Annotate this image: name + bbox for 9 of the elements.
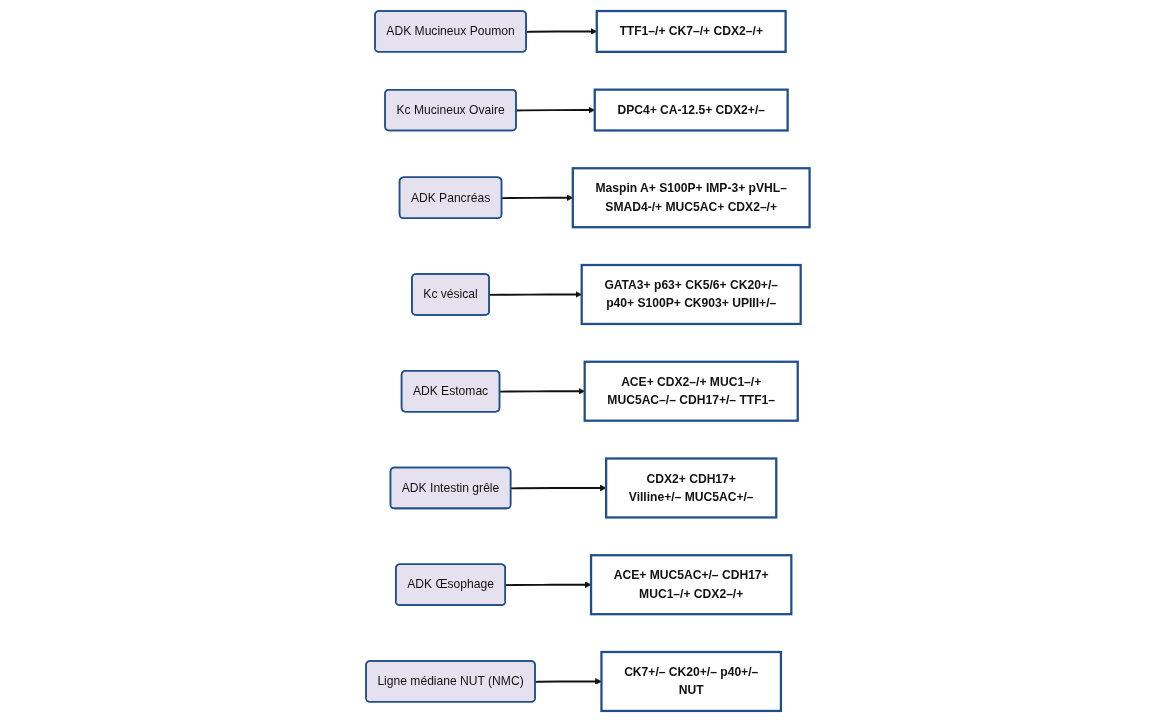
node-box: DPC4+ CA-12.5+ CDX2+/– bbox=[593, 88, 789, 132]
node-box: CK7+/– CK20+/– p40+/– NUT bbox=[600, 650, 783, 713]
node-box: ACE+ CDX2–/+ MUC1–/+ MUC5AC–/– CDH17+/– TTF1– bbox=[583, 360, 799, 422]
arrow bbox=[510, 484, 607, 492]
node-box: TTF1–/+ CK7–/+ CDX2–/+ bbox=[595, 9, 787, 53]
node-box: CDX2+ CDH17+ Villine+/– MUC5AC+/– bbox=[605, 457, 778, 519]
node-box: Maspin A+ S100P+ IMP-3+ pVHL– SMAD4-/+ MUC5AC+ CDX2–/+ bbox=[571, 167, 811, 229]
node-box: ACE+ MUC5AC+/– CDH17+ MUC1–/+ CDX2–/+ bbox=[590, 554, 793, 616]
node-box: GATA3+ p63+ CK5/6+ CK20+/– p40+ S100P+ CK903+ UPIII+/– bbox=[580, 263, 802, 326]
